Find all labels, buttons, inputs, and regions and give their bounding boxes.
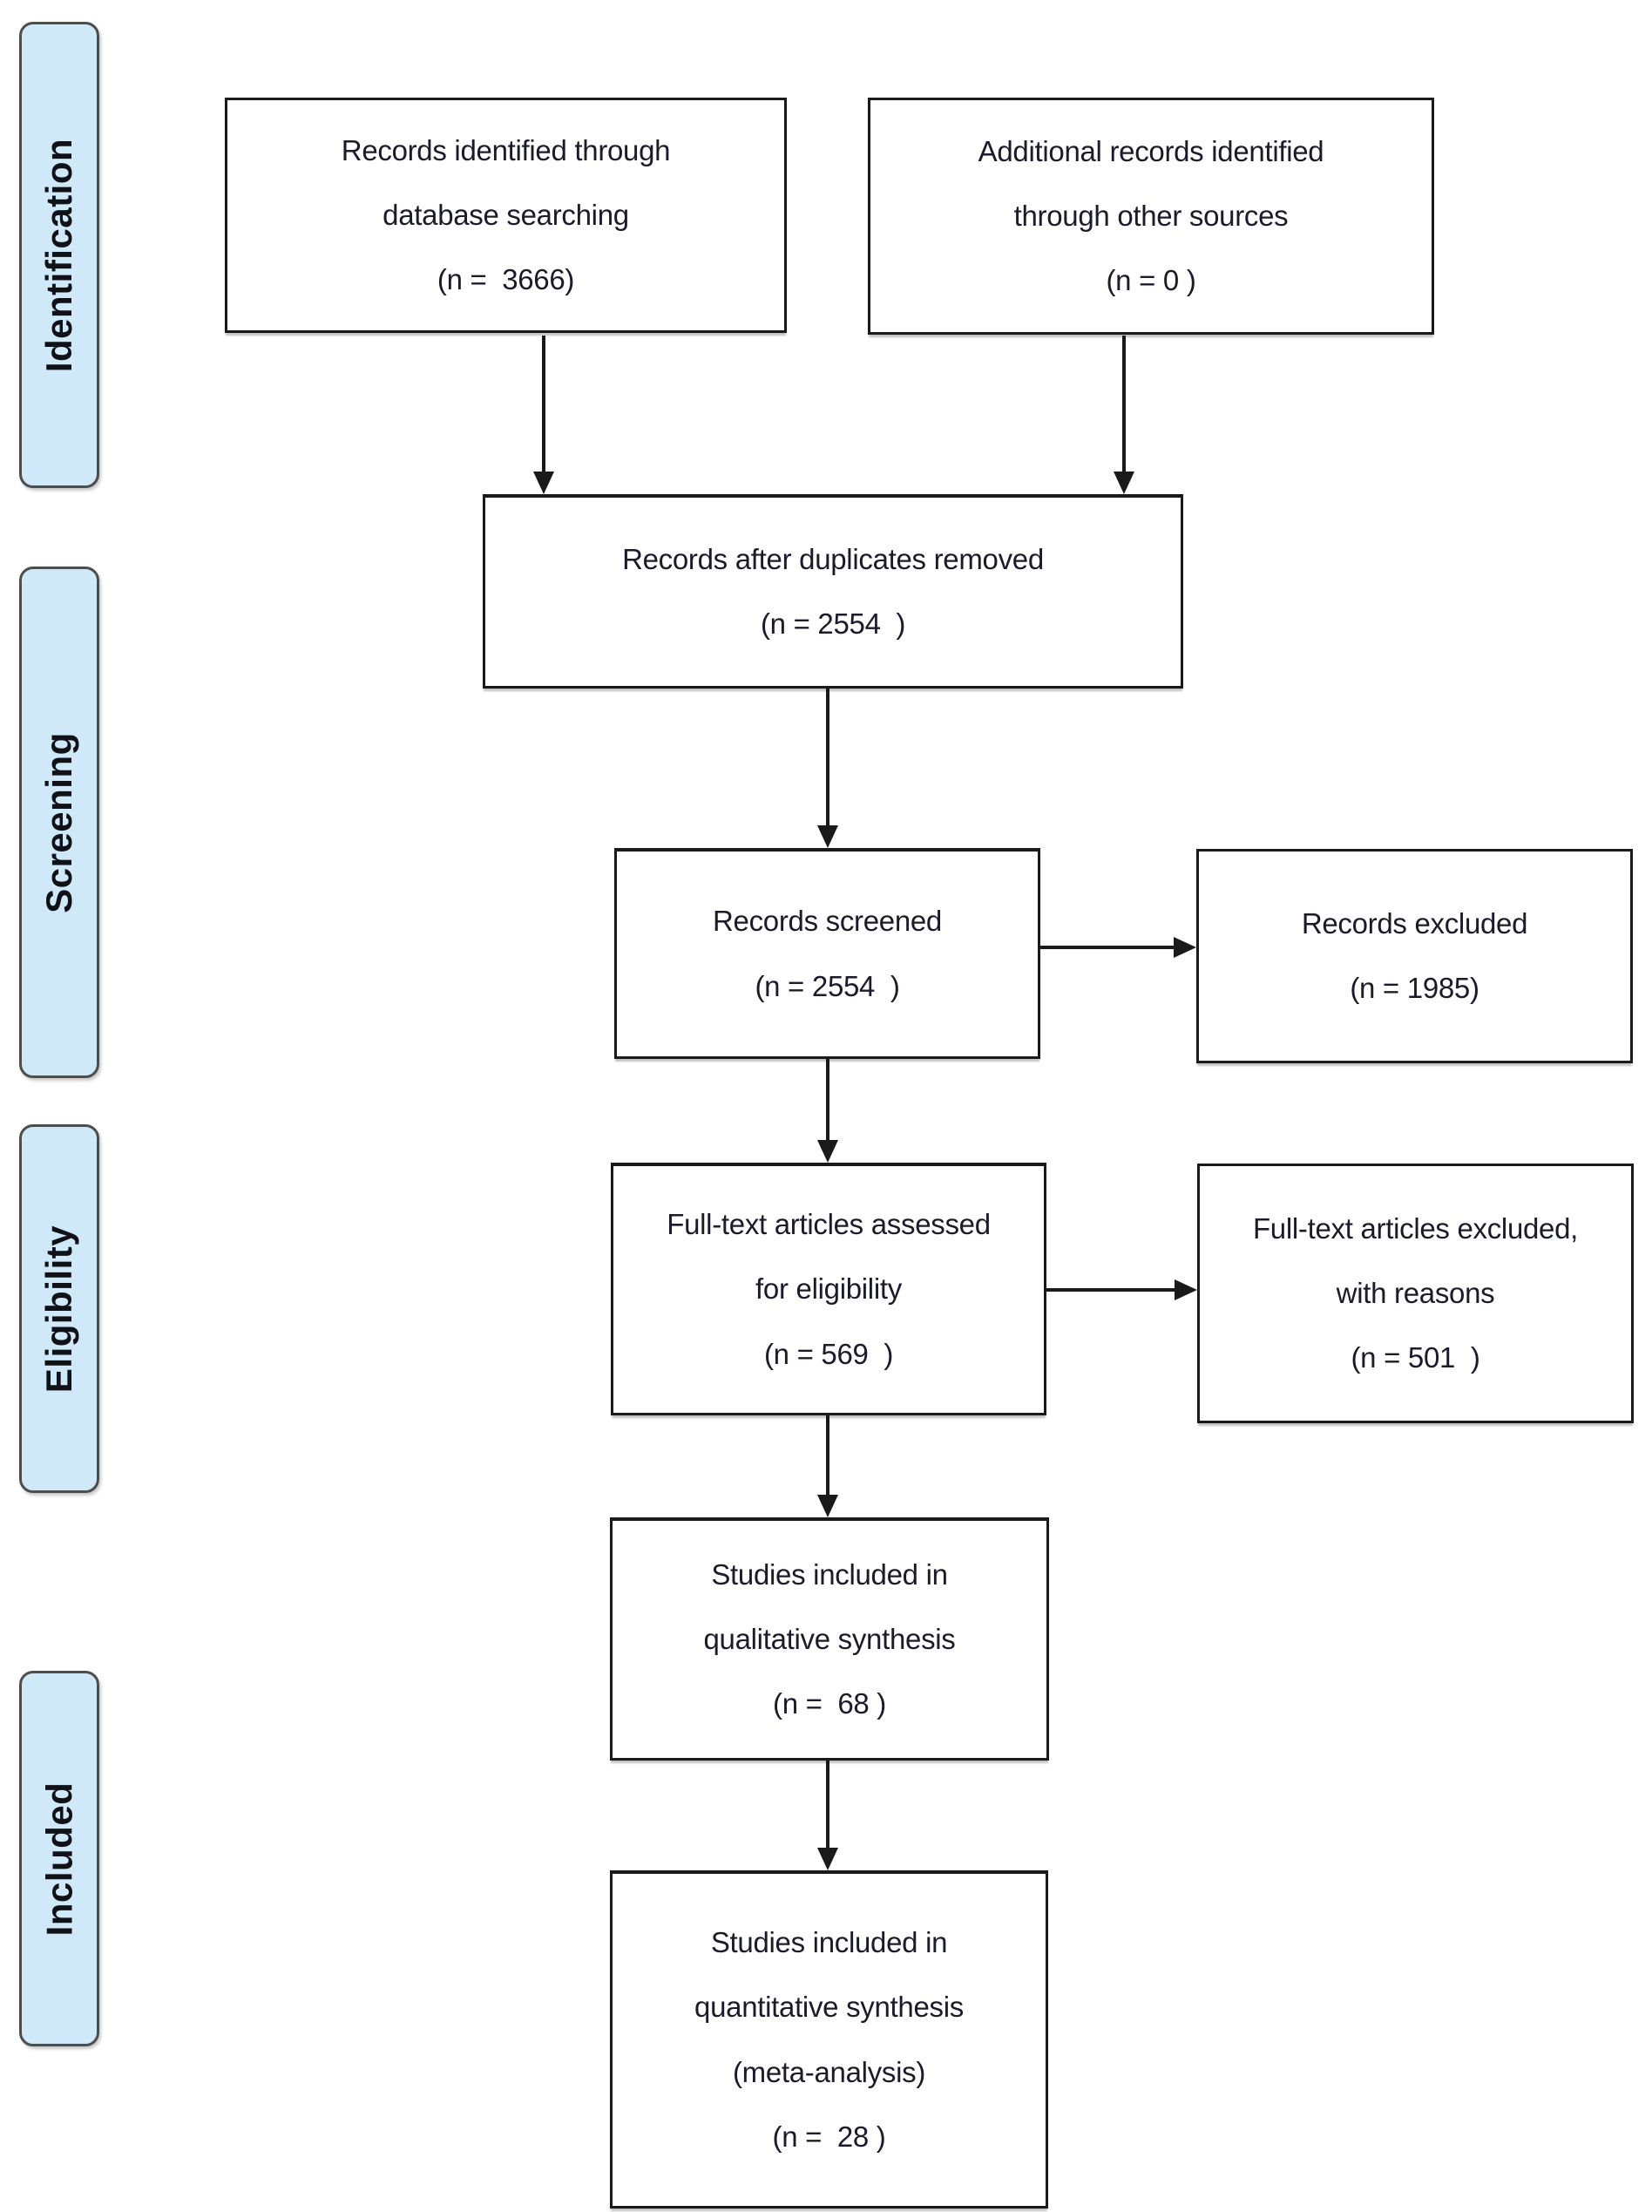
- box-fulltext-assessed: Full-text articles assessed for eligibil…: [611, 1163, 1046, 1415]
- box-records-screened-text: Records screened (n = 2554 ): [712, 905, 942, 1002]
- box-qualitative-synthesis: Studies included in qualitative synthesi…: [610, 1517, 1049, 1761]
- stage-included: Included: [19, 1671, 99, 2046]
- arrow-database-to-dedup: [542, 336, 545, 472]
- arrow-other-sources-to-dedup: [1122, 336, 1126, 472]
- arrow-screened-to-excluded: [1040, 946, 1174, 949]
- arrow-fulltext-to-excluded: [1046, 1288, 1175, 1292]
- stage-identification-label: Identification: [38, 138, 79, 372]
- arrow-screened-to-fulltext: [826, 1059, 829, 1140]
- box-quantitative-synthesis-text: Studies included in quantitative synthes…: [694, 1926, 964, 2153]
- box-qualitative-synthesis-text: Studies included in qualitative synthesi…: [703, 1557, 956, 1720]
- box-fulltext-excluded: Full-text articles excluded, with reason…: [1197, 1164, 1634, 1423]
- stage-identification: Identification: [19, 22, 99, 488]
- arrow-fulltext-to-qualitative: [826, 1415, 829, 1495]
- box-records-identified-database-text: Records identified through database sear…: [341, 133, 671, 296]
- stage-eligibility-label: Eligibility: [38, 1225, 79, 1393]
- stage-screening: Screening: [19, 567, 99, 1078]
- arrow-qualitative-to-quantitative: [826, 1761, 829, 1848]
- box-fulltext-assessed-text: Full-text articles assessed for eligibil…: [667, 1208, 991, 1370]
- stage-included-label: Included: [38, 1781, 79, 1936]
- box-additional-records-other-sources: Additional records identified through ot…: [868, 98, 1434, 335]
- box-records-excluded-text: Records excluded (n = 1985): [1301, 906, 1528, 1004]
- box-records-identified-database: Records identified through database sear…: [225, 98, 787, 333]
- box-records-after-duplicates-removed: Records after duplicates removed (n = 25…: [483, 494, 1183, 689]
- box-records-screened: Records screened (n = 2554 ): [614, 848, 1040, 1059]
- box-fulltext-excluded-text: Full-text articles excluded, with reason…: [1252, 1211, 1579, 1374]
- box-additional-records-other-sources-text: Additional records identified through ot…: [978, 134, 1324, 297]
- box-records-after-duplicates-removed-text: Records after duplicates removed (n = 25…: [622, 542, 1044, 640]
- box-records-excluded: Records excluded (n = 1985): [1196, 849, 1633, 1063]
- stage-eligibility: Eligibility: [19, 1124, 99, 1493]
- stage-screening-label: Screening: [38, 731, 80, 913]
- box-quantitative-synthesis: Studies included in quantitative synthes…: [610, 1870, 1048, 2209]
- arrow-dedup-to-screened: [826, 689, 829, 825]
